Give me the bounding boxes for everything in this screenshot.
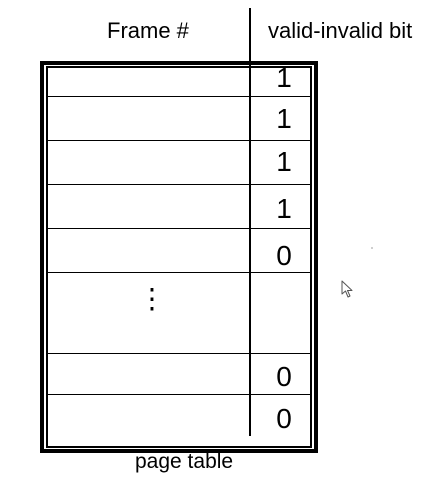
- row-5-valid-bit: 0: [276, 240, 292, 271]
- row-3-valid-bit: 1: [276, 146, 292, 177]
- page-table-inner-border: [46, 66, 312, 448]
- row-8-valid-bit: 0: [276, 403, 292, 434]
- row-separator: [46, 184, 312, 185]
- page-table-outer-border: [40, 61, 318, 453]
- column-divider: [249, 8, 251, 436]
- valid-invalid-bit-header: valid-invalid bit: [268, 18, 413, 43]
- row-separator: [46, 272, 312, 273]
- vertical-ellipsis: ⋮: [138, 283, 166, 314]
- row-separator: [46, 140, 312, 141]
- row-1-valid-bit: 1: [276, 62, 292, 93]
- page-table-caption: page table: [135, 450, 234, 473]
- row-separator: [46, 228, 312, 229]
- mouse-pointer-icon: [341, 280, 353, 298]
- row-separator: [46, 96, 312, 97]
- row-separator: [46, 353, 312, 354]
- decorative-speck: [371, 247, 373, 249]
- frame-number-header: Frame #: [107, 18, 189, 43]
- row-2-valid-bit: 1: [276, 103, 292, 134]
- row-4-valid-bit: 1: [276, 193, 292, 224]
- row-separator: [46, 394, 312, 395]
- row-7-valid-bit: 0: [276, 361, 292, 392]
